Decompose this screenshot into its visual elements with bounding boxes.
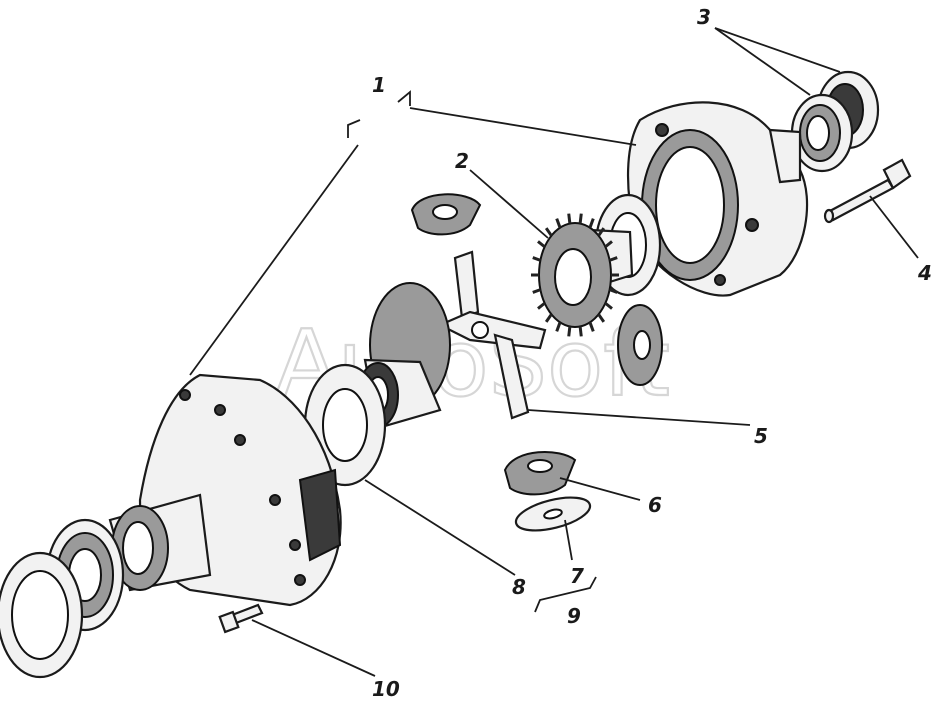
gear-tooth bbox=[537, 301, 546, 310]
gear-tooth bbox=[532, 288, 541, 294]
gear-tooth bbox=[578, 326, 583, 337]
gear-tooth bbox=[597, 313, 606, 323]
gear-tooth bbox=[544, 227, 553, 237]
gear-tooth bbox=[532, 256, 541, 262]
gear-tooth bbox=[578, 213, 583, 224]
side-gear-part-2 bbox=[531, 213, 634, 337]
leader-lines bbox=[189, 27, 919, 677]
gear-tooth bbox=[609, 256, 618, 262]
washer-part-7 bbox=[514, 496, 592, 532]
gear-tooth bbox=[567, 213, 572, 224]
gear-tooth bbox=[597, 227, 606, 237]
spider-cross-part-5 bbox=[437, 250, 547, 420]
callout-5: 5 bbox=[754, 424, 768, 448]
gear-tooth bbox=[588, 321, 595, 332]
callout-labels: 1 2 3 4 5 6 7 8 9 10 bbox=[372, 5, 932, 701]
gear-tooth bbox=[555, 321, 562, 332]
pinion-gear-top bbox=[410, 193, 482, 236]
callout-1: 1 bbox=[372, 73, 386, 97]
callout-8: 8 bbox=[512, 575, 526, 599]
callout-10: 10 bbox=[372, 677, 400, 701]
callout-4: 4 bbox=[917, 261, 932, 285]
gear-tooth bbox=[544, 313, 553, 323]
gear-tooth bbox=[588, 218, 595, 229]
bearing-set-lower bbox=[0, 518, 125, 679]
bolt-part-10 bbox=[218, 603, 264, 634]
pinion-gear-right bbox=[617, 304, 663, 386]
callout-3: 3 bbox=[697, 5, 711, 29]
gear-tooth bbox=[537, 240, 546, 249]
callout-2: 2 bbox=[455, 149, 469, 173]
gear-tooth bbox=[567, 326, 572, 337]
callout-6: 6 bbox=[648, 493, 662, 517]
bearing-set-upper bbox=[790, 70, 880, 173]
housing-lower-half bbox=[108, 373, 342, 607]
gear-tooth bbox=[555, 218, 562, 229]
bolt-part-4 bbox=[823, 158, 912, 224]
callout-7: 7 bbox=[570, 564, 584, 588]
gear-tooth bbox=[604, 301, 613, 310]
gear-tooth bbox=[604, 240, 613, 249]
bevel-gear-part-6 bbox=[503, 451, 577, 496]
callout-9: 9 bbox=[567, 604, 581, 628]
gear-tooth bbox=[609, 288, 618, 294]
